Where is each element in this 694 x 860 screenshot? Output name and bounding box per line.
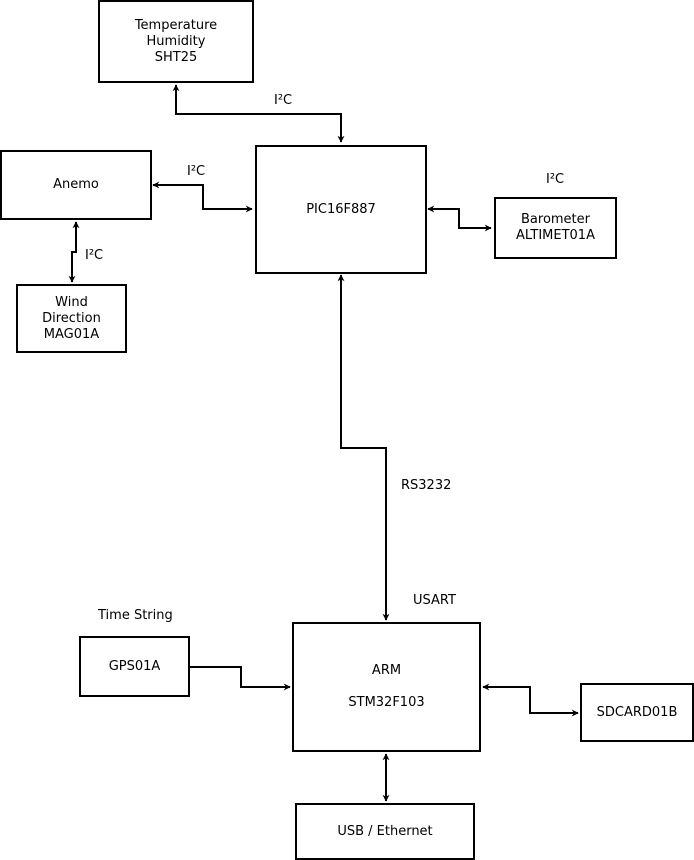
edge-arm-sdcard (482, 683, 579, 717)
label-usart: USART (413, 593, 456, 608)
node-barometer-line-2: ALTIMET01A (516, 228, 595, 243)
label-i2c-wind: I²C (85, 248, 104, 263)
label-i2c-anemo: I²C (187, 164, 206, 179)
edge-pic-arm (337, 274, 390, 621)
label-i2c-sht25: I²C (274, 93, 293, 108)
node-sht25: Temperature Humidity SHT25 (98, 0, 254, 83)
edge-gps-arm (190, 666, 291, 691)
node-arm: ARM STM32F103 (292, 622, 481, 752)
node-pic: PIC16F887 (255, 145, 427, 274)
node-gps: GPS01A (79, 636, 190, 697)
node-wind-direction: Wind Direction MAG01A (16, 284, 127, 353)
node-sht25-line-1: Temperature (134, 17, 218, 33)
node-anemo: Anemo (0, 150, 152, 220)
label-rs3232: RS3232 (401, 478, 452, 493)
edge-anemo-pic (152, 181, 253, 213)
node-anemo-line-1: Anemo (53, 177, 99, 192)
node-sht25-line-3: SHT25 (154, 49, 198, 65)
node-usb-ethernet: USB / Ethernet (295, 803, 475, 860)
node-arm-line-2: STM32F103 (348, 695, 425, 710)
edge-anemo-wind (68, 221, 80, 283)
node-gps-line-1: GPS01A (108, 658, 161, 674)
node-barometer: Barometer ALTIMET01A (494, 197, 617, 259)
node-pic-line-1: PIC16F887 (306, 201, 376, 217)
node-wind-line-2: Direction (42, 310, 101, 326)
node-usb-line-1: USB / Ethernet (337, 823, 433, 839)
node-wind-line-3: MAG01A (43, 326, 100, 342)
label-time-string: Time String (98, 608, 173, 623)
edge-pic-barometer (427, 205, 492, 232)
node-sht25-line-2: Humidity (146, 33, 206, 49)
node-barometer-line-1: Barometer (521, 212, 590, 227)
node-arm-line-1: ARM (371, 663, 402, 678)
edge-sht25-pic (172, 84, 345, 143)
node-sdcard-line-1: SDCARD01B (596, 704, 678, 720)
node-sdcard: SDCARD01B (580, 683, 694, 742)
node-wind-line-1: Wind (55, 294, 88, 310)
label-i2c-barometer: I²C (546, 172, 565, 187)
